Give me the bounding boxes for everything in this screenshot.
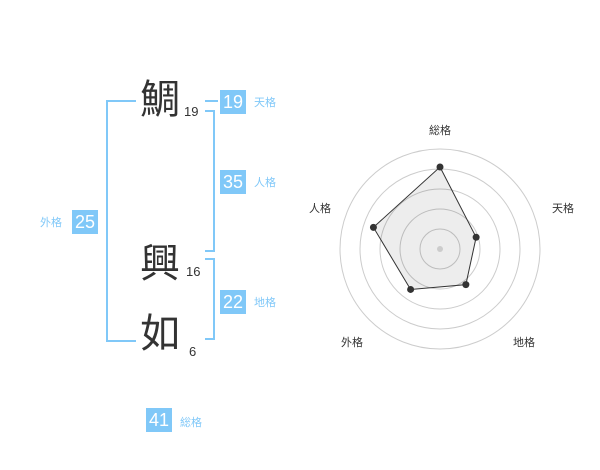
radar-point-0: [436, 163, 444, 171]
radar-axis-label-tenkaku: 天格: [552, 201, 574, 215]
chikaku-badge: 22: [220, 290, 246, 314]
radar-center-dot: [437, 246, 443, 252]
jinkaku-bracket: [205, 110, 215, 252]
gaikaku-label: 外格: [40, 216, 62, 229]
radar-point-4: [369, 223, 377, 231]
soukaku-badge: 41: [146, 408, 172, 432]
radar-axis-label-jinkaku: 人格: [309, 201, 331, 215]
name-char-1-strokes: 19: [184, 104, 199, 119]
radar-axis-label-soukaku: 総格: [429, 123, 451, 137]
gaikaku-bracket: [106, 100, 136, 342]
name-char-3-strokes: 6: [189, 344, 197, 359]
radar-points: [369, 163, 480, 293]
tenkaku-bracket-line: [205, 100, 218, 102]
radar-axis-label-gaikaku: 外格: [341, 335, 363, 349]
radar-grid-ring: [419, 228, 461, 270]
chikaku-bracket: [205, 258, 215, 340]
radar-point-2: [462, 281, 470, 289]
jinkaku-label: 人格: [254, 176, 276, 189]
radar-axis-label-chikaku: 地格: [513, 335, 535, 349]
radar-grid-ring: [399, 208, 481, 290]
tenkaku-label: 天格: [254, 96, 276, 109]
radar-point-3: [407, 285, 415, 293]
chikaku-label: 地格: [254, 296, 276, 309]
radar-grid-ring: [379, 188, 501, 310]
name-char-1: 鯛: [140, 77, 180, 123]
gaikaku-badge: 25: [72, 210, 98, 234]
soukaku-label: 総格: [180, 416, 202, 429]
radar-grid-ring: [339, 148, 541, 350]
name-char-2-strokes: 16: [186, 264, 201, 279]
name-char-3: 如: [140, 311, 180, 357]
tenkaku-badge: 19: [220, 90, 246, 114]
radar-area: [372, 166, 477, 290]
name-char-2: 興: [140, 241, 180, 287]
radar-point-1: [472, 233, 480, 241]
jinkaku-badge: 35: [220, 170, 246, 194]
